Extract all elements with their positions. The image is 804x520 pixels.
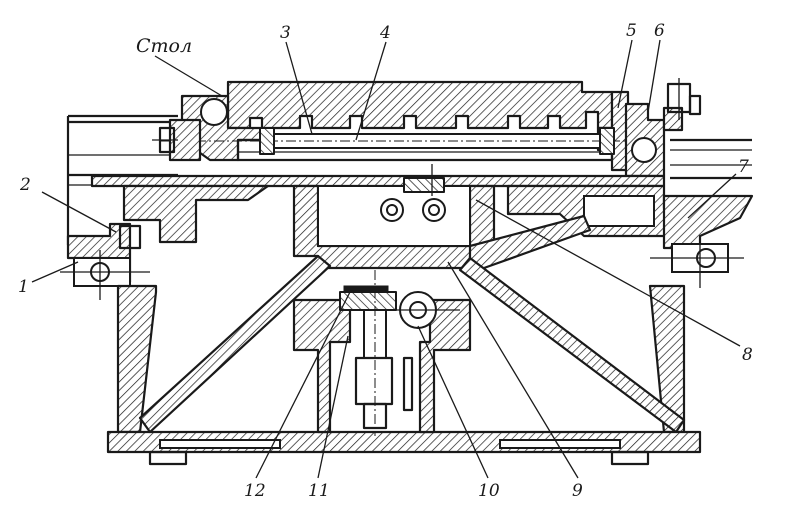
left-end-bracket xyxy=(152,118,202,162)
lifting-screw xyxy=(339,270,460,436)
left-clamp xyxy=(60,222,150,300)
saddle xyxy=(90,164,690,270)
right-clamp xyxy=(650,194,754,288)
label-5: 5 xyxy=(626,21,637,41)
base xyxy=(106,254,702,466)
right-gearbox xyxy=(624,78,702,178)
label-6: 6 xyxy=(654,21,665,41)
label-table: Стол xyxy=(136,35,192,57)
label-2: 2 xyxy=(19,175,31,195)
label-10: 10 xyxy=(478,481,500,501)
label-4: 4 xyxy=(379,23,391,43)
label-1: 1 xyxy=(18,277,29,297)
labels: Стол 3 4 5 6 2 1 7 8 9 10 11 12 xyxy=(18,21,753,501)
leader-lines xyxy=(31,39,741,479)
lead-screw xyxy=(160,127,660,155)
label-9: 9 xyxy=(572,481,583,501)
table-body xyxy=(180,80,630,172)
label-11: 11 xyxy=(308,481,330,501)
label-12: 12 xyxy=(244,481,266,501)
label-8: 8 xyxy=(742,345,753,365)
label-7: 7 xyxy=(738,157,749,177)
label-3: 3 xyxy=(280,23,291,43)
